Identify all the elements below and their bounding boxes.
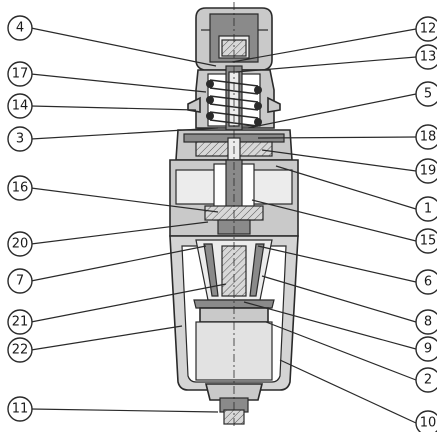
leader-1 — [275, 165, 417, 210]
callouts-left: 4 17 14 3 16 20 7 21 — [7, 15, 33, 422]
leader-17 — [30, 73, 207, 93]
svg-text:12: 12 — [420, 22, 437, 37]
callout-6: 6 — [415, 269, 437, 295]
leader-21 — [30, 283, 227, 323]
callout-20: 20 — [7, 231, 33, 257]
leader-12 — [231, 28, 417, 63]
svg-text:20: 20 — [12, 237, 29, 252]
leader-4 — [30, 27, 217, 67]
callout-17: 17 — [7, 61, 33, 87]
leader-19 — [261, 149, 417, 172]
leader-7 — [30, 245, 207, 282]
callout-7: 7 — [7, 268, 33, 294]
svg-text:8: 8 — [424, 315, 432, 330]
leader-2 — [265, 321, 417, 381]
leader-14 — [30, 105, 197, 111]
callout-2: 2 — [415, 367, 437, 393]
svg-text:10: 10 — [420, 416, 437, 431]
svg-text:13: 13 — [420, 50, 437, 65]
svg-text:16: 16 — [12, 181, 29, 196]
svg-text:3: 3 — [16, 132, 24, 147]
leader-10 — [279, 359, 417, 424]
svg-text:2: 2 — [424, 373, 432, 388]
callout-5: 5 — [415, 81, 437, 107]
svg-text:21: 21 — [12, 315, 29, 330]
leader-15 — [251, 199, 417, 242]
callout-3: 3 — [7, 126, 33, 152]
callout-11: 11 — [7, 396, 33, 422]
leader-16 — [30, 187, 219, 213]
callout-18: 18 — [415, 124, 437, 150]
svg-text:7: 7 — [16, 274, 24, 289]
leader-5 — [247, 93, 417, 129]
callout-15: 15 — [415, 228, 437, 254]
callout-13: 13 — [415, 44, 437, 70]
svg-text:1: 1 — [424, 202, 432, 217]
svg-text:22: 22 — [12, 343, 29, 358]
leader-6 — [257, 245, 417, 283]
svg-text:6: 6 — [424, 275, 432, 290]
leader-13 — [235, 56, 417, 73]
callout-8: 8 — [415, 309, 437, 335]
leader-20 — [30, 221, 209, 245]
callout-21: 21 — [7, 309, 33, 335]
leader-9 — [243, 301, 417, 350]
svg-text:17: 17 — [12, 67, 29, 82]
regulator-assembly — [169, 2, 299, 428]
callout-19: 19 — [415, 158, 437, 184]
callout-10: 10 — [415, 410, 437, 432]
callouts-right: 12 13 5 18 19 1 15 6 — [415, 16, 437, 432]
svg-text:9: 9 — [424, 342, 432, 357]
svg-text:19: 19 — [420, 164, 437, 179]
callout-1: 1 — [415, 196, 437, 222]
callout-4: 4 — [7, 15, 33, 41]
svg-text:4: 4 — [16, 21, 24, 36]
callout-9: 9 — [415, 336, 437, 362]
leader-18 — [257, 136, 417, 139]
svg-text:18: 18 — [420, 130, 437, 145]
leader-22 — [30, 325, 183, 351]
callout-22: 22 — [7, 337, 33, 363]
lock-nut — [187, 96, 281, 113]
svg-text:5: 5 — [424, 87, 432, 102]
svg-text:14: 14 — [12, 99, 29, 114]
leader-3 — [30, 127, 219, 140]
callout-12: 12 — [415, 16, 437, 42]
callout-16: 16 — [7, 175, 33, 201]
svg-text:15: 15 — [420, 234, 437, 249]
leader-11 — [30, 408, 219, 413]
leader-8 — [261, 275, 417, 323]
svg-text:11: 11 — [12, 402, 29, 417]
leader-lines — [30, 27, 417, 424]
callout-14: 14 — [7, 93, 33, 119]
